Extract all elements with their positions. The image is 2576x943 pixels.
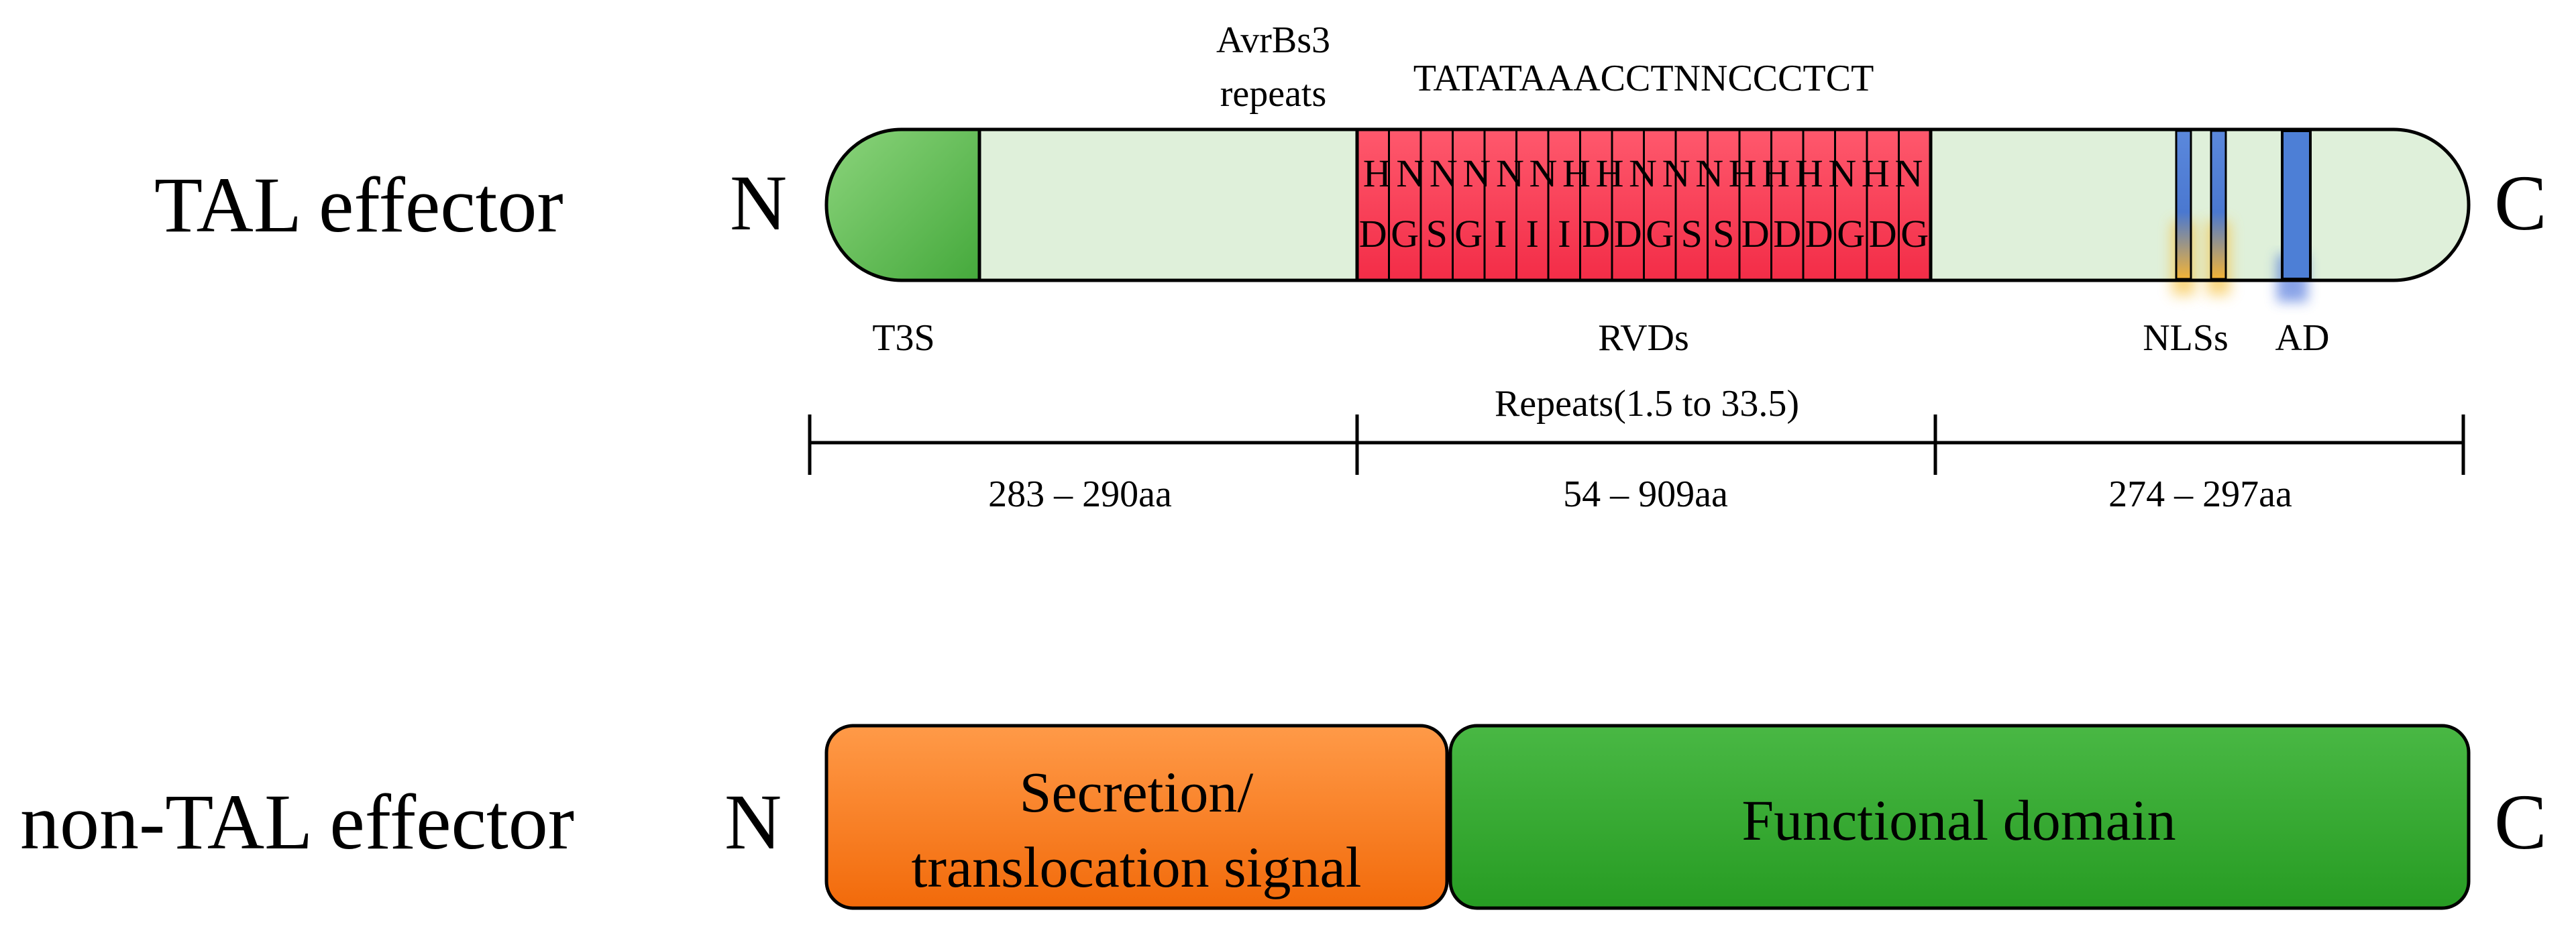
rvd-top-letter: N — [1396, 152, 1424, 195]
rvd-bottom-letter: G — [1837, 212, 1865, 256]
tal-body-outline — [824, 127, 2471, 282]
rvd-top-letter: N — [1496, 152, 1524, 195]
rvd-bottom-letter: I — [1494, 212, 1507, 256]
tal-row-label: TAL effector — [154, 161, 564, 249]
t3s-label: T3S — [872, 317, 934, 359]
secretion-label-line1: Secretion/ — [1020, 760, 1254, 824]
rvds-label: RVDs — [1598, 317, 1689, 359]
segment3-length: 274 – 297aa — [2108, 474, 2292, 515]
rvd-top-letter: N — [1662, 152, 1690, 195]
nontal-c-terminus-label: C — [2494, 778, 2547, 866]
rvd-top-letter: N — [1529, 152, 1558, 195]
rvd-bottom-letter: D — [1614, 212, 1642, 256]
nontal-row-label: non-TAL effector — [20, 778, 574, 866]
rvd-top-letter: H — [1762, 152, 1790, 195]
repeat-dividers — [1388, 129, 1900, 280]
rvd-top-letter: H — [1862, 152, 1890, 195]
rvd-bottom-letter: D — [1773, 212, 1801, 256]
rvd-bottom-letter: D — [1359, 212, 1387, 256]
target-sequence: TATATAAACCTNNCCCTCT — [1413, 58, 1874, 99]
ad-label: AD — [2275, 317, 2330, 359]
rvd-bottom-letter: D — [1869, 212, 1897, 256]
ad-bar — [2281, 129, 2312, 280]
functional-domain-label: Functional domain — [1741, 788, 2176, 852]
rvd-bottom-letter: G — [1900, 212, 1929, 256]
rvd-top-letter: N — [1695, 152, 1723, 195]
segment1-length: 283 – 290aa — [988, 474, 1172, 515]
nls-label: NLSs — [2143, 317, 2229, 359]
segment2-length: 54 – 909aa — [1563, 474, 1728, 515]
secretion-signal-domain — [824, 724, 1449, 910]
nls-bar-2 — [2210, 129, 2227, 280]
rvd-bottom-letter: D — [1805, 212, 1833, 256]
rvd-bottom-letter: S — [1713, 212, 1734, 256]
rvd-top-letter: H — [1795, 152, 1823, 195]
avrbs3-label-line2: repeats — [1220, 73, 1327, 115]
rvd-bottom-letter: G — [1454, 212, 1483, 256]
length-scale-bar — [808, 414, 2465, 475]
rvd-bottom-letter: G — [1646, 212, 1674, 256]
secretion-label-line2: translocation signal — [911, 835, 1361, 899]
t3s-domain — [826, 129, 979, 280]
rvd-top-letter: H — [1729, 152, 1757, 195]
rvd-bottom-letter: D — [1741, 212, 1770, 256]
rvd-top-letter: N — [1894, 152, 1923, 195]
tal-c-terminus-label: C — [2494, 159, 2547, 247]
rvd-bottom-letter: I — [1558, 212, 1570, 256]
tal-n-terminus-label: N — [730, 159, 787, 247]
rvd-bottom-letter: S — [1426, 212, 1448, 256]
rvd-bottom-letter: G — [1391, 212, 1419, 256]
rvd-top-letter: N — [1828, 152, 1856, 195]
rvd-bottom-letter: S — [1681, 212, 1703, 256]
functional-domain — [1448, 724, 2471, 910]
rvd-top-letter: N — [1462, 152, 1491, 195]
rvd-top-letter: N — [1430, 152, 1458, 195]
rvd-bottom-letter: D — [1582, 212, 1610, 256]
rvd-top-letter: H — [1562, 152, 1591, 195]
rvd-top-letter: H — [1363, 152, 1391, 195]
nls-bar-1 — [2175, 129, 2192, 280]
repeats-range-label: Repeats(1.5 to 33.5) — [1495, 383, 1799, 425]
avrbs3-label-line1: AvrBs3 — [1216, 19, 1330, 61]
rvd-top-letter: H — [1596, 152, 1624, 195]
rvd-bottom-letter: I — [1526, 212, 1539, 256]
nontal-n-terminus-label: N — [724, 778, 782, 866]
rvd-top-letter: N — [1629, 152, 1657, 195]
